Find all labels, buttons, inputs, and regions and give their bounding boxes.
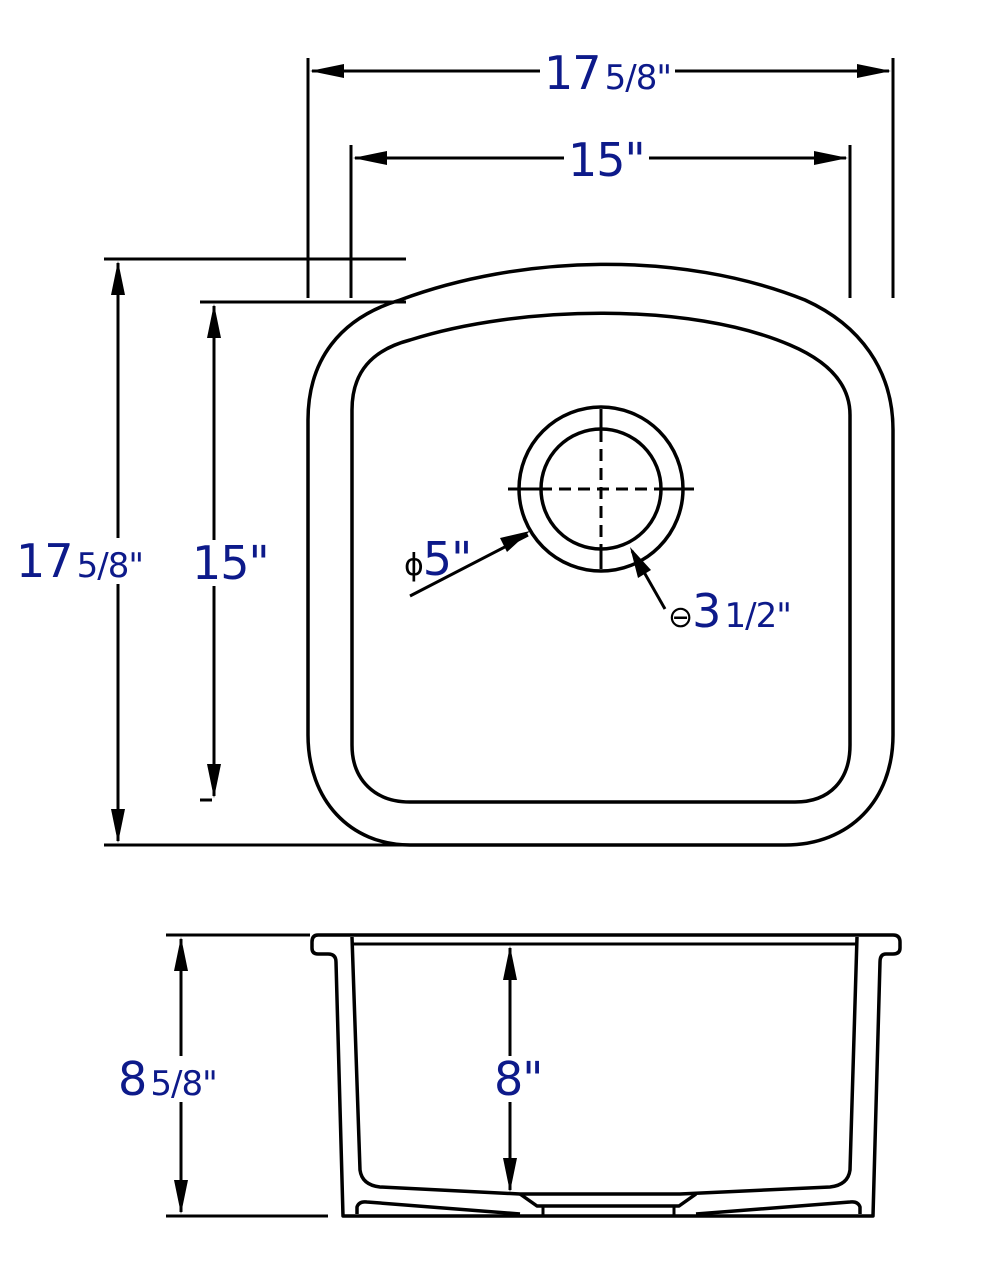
arrowhead-left-icon [310, 64, 344, 78]
overall-width-label: 17 5/8" [540, 50, 675, 96]
bowl-depth-value: 15" [192, 536, 270, 590]
drain-inner-diameter-label: ⊖3 1/2" [668, 588, 792, 636]
arrowhead-down-icon [207, 764, 221, 798]
sink-side-profile-outer [310, 933, 902, 1218]
sink-side-underside-left [355, 1200, 521, 1216]
sink-outer-rim [306, 262, 895, 847]
arrowhead-left-icon [353, 151, 387, 165]
overall-depth-fraction: 5/8" [76, 546, 144, 586]
arrowhead-up-icon [174, 937, 188, 971]
sink-side-profile-inner [350, 936, 859, 1196]
overall-height-fraction: 5/8" [150, 1064, 217, 1104]
drain-inner-diameter-fraction: 1/2" [724, 596, 792, 636]
bowl-width-value: 15" [568, 133, 646, 187]
sink-inner-bowl [350, 311, 852, 804]
drain-inner-diameter-whole: 3 [692, 584, 721, 638]
arrowhead-leader-icon [500, 531, 530, 552]
arrowhead-up-icon [207, 304, 221, 338]
diameter-symbol-icon: ϕ [404, 548, 424, 583]
overall-width-fraction: 5/8" [604, 58, 672, 98]
sink-side-drain-boss [518, 1192, 698, 1208]
bowl-width-label: 15" [564, 137, 649, 183]
drain-outer-diameter-value: 5" [422, 532, 472, 586]
bowl-height-label: 8" [492, 1056, 545, 1102]
arrowhead-down-icon [503, 1158, 517, 1192]
arrowhead-down-icon [174, 1180, 188, 1214]
overall-height-label: 8 5/8" [116, 1056, 219, 1102]
drain-outer-diameter-label: ϕ5" [404, 536, 472, 583]
bowl-depth-label: 15" [190, 540, 271, 586]
overall-depth-label: 17 5/8" [14, 538, 145, 584]
side-view [166, 933, 902, 1218]
sink-side-underside-right [695, 1200, 862, 1216]
overall-height-whole: 8 [118, 1052, 147, 1106]
arrowhead-down-icon [111, 809, 125, 843]
arrowhead-up-icon [111, 261, 125, 295]
overall-depth-whole: 17 [16, 534, 74, 588]
top-view [104, 58, 895, 847]
bowl-height-value: 8" [494, 1052, 543, 1106]
arrowhead-right-icon [857, 64, 891, 78]
overall-width-whole: 17 [544, 46, 602, 100]
diameter-symbol-icon: ⊖ [668, 600, 693, 635]
arrowhead-right-icon [814, 151, 848, 165]
arrowhead-up-icon [503, 946, 517, 980]
arrowhead-leader-icon [630, 547, 651, 578]
